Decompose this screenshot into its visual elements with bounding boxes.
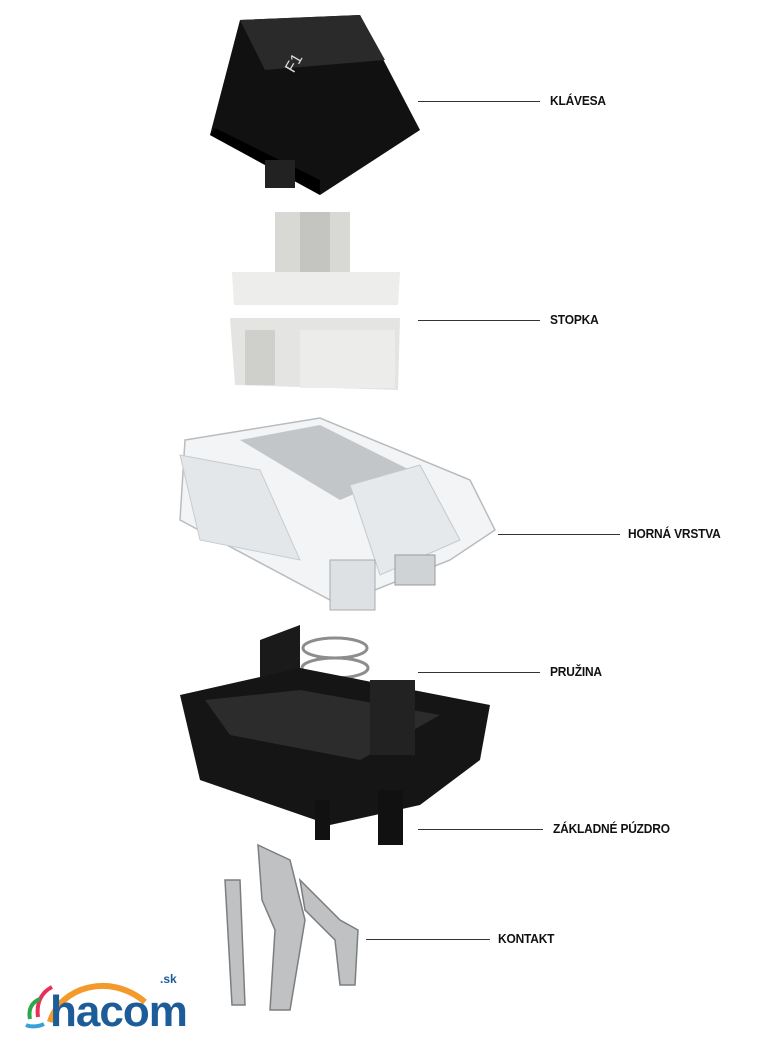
- leader-line-stem: [418, 320, 540, 321]
- leader-line-bottom-housing: [418, 829, 543, 830]
- leader-line-spring: [418, 672, 540, 673]
- label-top-housing: HORNÁ VRSTVA: [628, 526, 721, 541]
- label-contact: KONTAKT: [498, 931, 555, 946]
- stem-illustration: [230, 212, 400, 390]
- hacom-logo: hacom .sk: [20, 972, 200, 1038]
- label-bottom-housing: ZÁKLADNÉ PÚZDRO: [553, 821, 670, 836]
- label-spring: PRUŽINA: [550, 664, 602, 679]
- label-stem: STOPKA: [550, 312, 599, 327]
- contact-illustration: [224, 843, 359, 1011]
- keycap-illustration: F1: [210, 15, 420, 195]
- leader-line-keycap: [418, 101, 540, 102]
- leader-line-top-housing: [498, 534, 620, 535]
- top-housing-illustration: [179, 417, 496, 611]
- bottom-housing-illustration: [180, 625, 490, 845]
- logo-swoosh-icon: [25, 983, 147, 1029]
- logo-tld: .sk: [160, 972, 177, 986]
- logo-wordmark: hacom: [50, 987, 188, 1036]
- label-keycap: KLÁVESA: [550, 93, 606, 108]
- leader-line-contact: [366, 939, 490, 940]
